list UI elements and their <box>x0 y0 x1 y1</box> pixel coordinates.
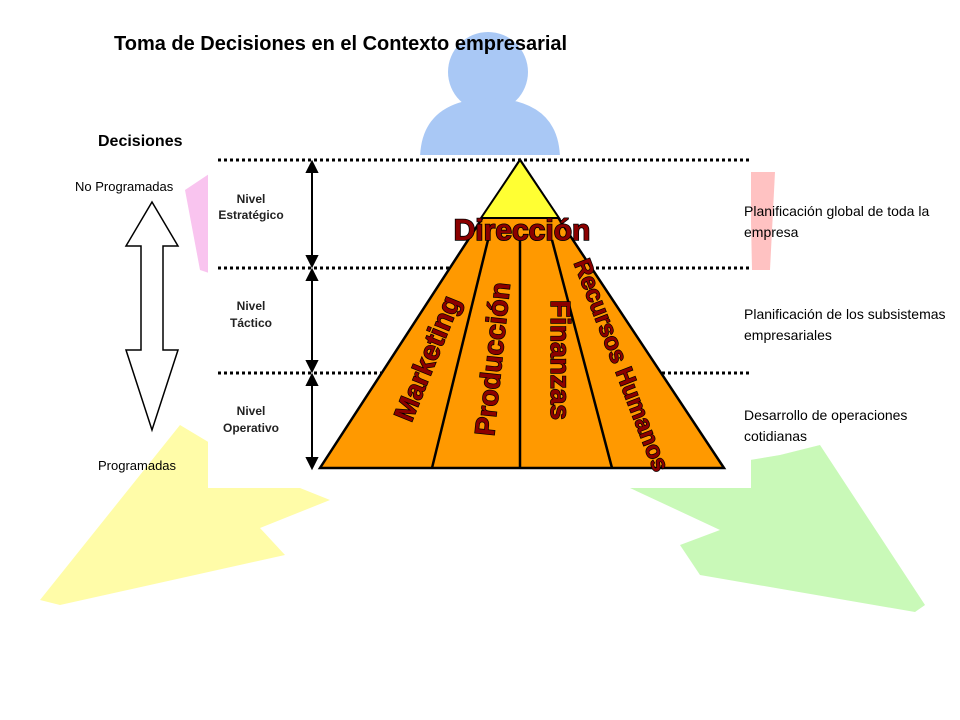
arrow-head <box>305 372 319 386</box>
arrow-head <box>305 159 319 173</box>
arrow-head <box>305 255 319 269</box>
pyramid-apex-label: Dirección <box>454 214 591 247</box>
arrow-head <box>305 267 319 281</box>
level-tactical-line1: Nivel <box>237 299 266 313</box>
bg-person-head <box>448 32 528 112</box>
level-operative-line2: Operativo <box>223 421 279 435</box>
decision-range-arrow <box>124 200 180 433</box>
level-strategic-line1: Nivel <box>237 192 266 206</box>
bg-red-shape <box>750 172 775 270</box>
pyramid-divider-1 <box>430 239 490 469</box>
arrow-head <box>305 360 319 374</box>
level-operative-description: Desarrollo de operaciones cotidianas <box>744 407 908 444</box>
level-strategic-line2: Estratégico <box>218 208 283 222</box>
bg-yellow-arrow <box>40 425 330 605</box>
no-programadas-label: No Programadas <box>75 179 174 194</box>
decisions-heading: Decisiones <box>98 133 183 150</box>
level-tactical-line2: Táctico <box>230 316 272 330</box>
area-label-finanzas: Finanzas <box>545 300 576 420</box>
programadas-label: Programadas <box>98 458 177 473</box>
arrow-head <box>305 457 319 471</box>
level-strategic-description: Planificación global de toda la empresa <box>744 203 930 240</box>
pyramid-body <box>317 157 727 470</box>
level-tactical-description: Planificación de los subsistemas empresa… <box>744 306 946 343</box>
pyramid-divider-3 <box>550 239 614 469</box>
bg-pink-shape <box>185 170 215 275</box>
page-title: Toma de Decisiones en el Contexto empres… <box>114 33 568 55</box>
level-operative-line1: Nivel <box>237 404 266 418</box>
pyramid-apex <box>479 158 561 219</box>
bg-person-body <box>420 98 560 160</box>
